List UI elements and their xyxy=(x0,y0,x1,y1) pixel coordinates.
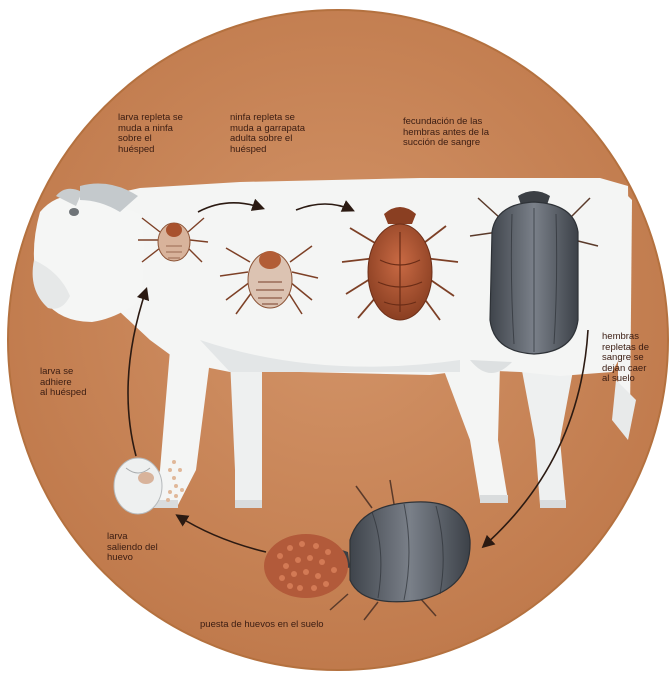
egg-mass-icon xyxy=(264,534,348,598)
label-egg-laying: puesta de huevos en el suelo xyxy=(200,620,324,631)
